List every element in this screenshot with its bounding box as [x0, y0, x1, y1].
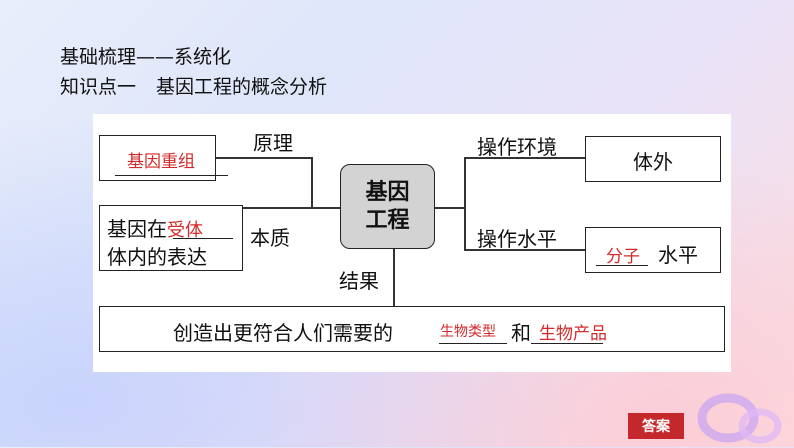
- principle-underline: [115, 175, 228, 176]
- result-label: 结果: [339, 269, 379, 293]
- result-middle: 和: [511, 321, 531, 345]
- result-answer-1: 生物类型: [440, 324, 496, 340]
- environment-value: 体外: [633, 150, 673, 174]
- center-line2: 工程: [365, 207, 410, 233]
- principle-answer: 基因重组: [127, 152, 195, 172]
- essence-answer: 受体: [167, 220, 203, 241]
- decorative-rings-icon: [697, 393, 782, 444]
- essence-prefix: 基因在: [107, 217, 167, 241]
- connector: [216, 157, 311, 159]
- level-underline: [596, 265, 648, 266]
- level-label: 操作水平: [477, 227, 557, 251]
- center-line1: 基因: [365, 179, 410, 205]
- connector: [435, 207, 465, 209]
- result-underline-1: [439, 343, 507, 344]
- result-answer-2: 生物产品: [539, 324, 607, 344]
- result-underline-2: [531, 343, 603, 344]
- header-title: 基础梳理——系统化: [60, 46, 232, 68]
- answer-button[interactable]: 答案: [628, 413, 684, 439]
- connector: [243, 207, 311, 209]
- knowledge-point-title: 基因工程的概念分析: [156, 76, 328, 98]
- center-node-genetic-engineering: 基因 工程: [340, 164, 435, 249]
- concept-diagram: 基因重组 原理 基因在受体 体内的表达 本质 基因 工程 操作环境 体外 操作水…: [93, 114, 731, 372]
- knowledge-point-label: 知识点一: [60, 76, 137, 98]
- result-box: [99, 306, 725, 352]
- section-header: 基础梳理——系统化 知识点一基因工程的概念分析: [60, 42, 327, 102]
- environment-box: [585, 136, 721, 182]
- essence-label: 本质: [250, 226, 290, 250]
- connector: [464, 249, 585, 251]
- level-suffix: 水平: [658, 243, 698, 267]
- connector: [311, 157, 313, 208]
- environment-label: 操作环境: [477, 135, 557, 159]
- connector: [464, 157, 466, 250]
- connector: [464, 157, 585, 159]
- essence-underline: [173, 238, 233, 239]
- principle-box: [99, 135, 216, 181]
- principle-label: 原理: [253, 131, 293, 155]
- essence-line1: 基因在受体: [107, 213, 203, 242]
- level-answer: 分子: [606, 247, 640, 267]
- connector: [393, 249, 395, 306]
- result-prefix: 创造出更符合人们需要的: [173, 321, 393, 345]
- connector: [311, 207, 340, 209]
- header-subtitle: 知识点一基因工程的概念分析: [60, 72, 327, 102]
- essence-suffix: 体内的表达: [107, 245, 207, 269]
